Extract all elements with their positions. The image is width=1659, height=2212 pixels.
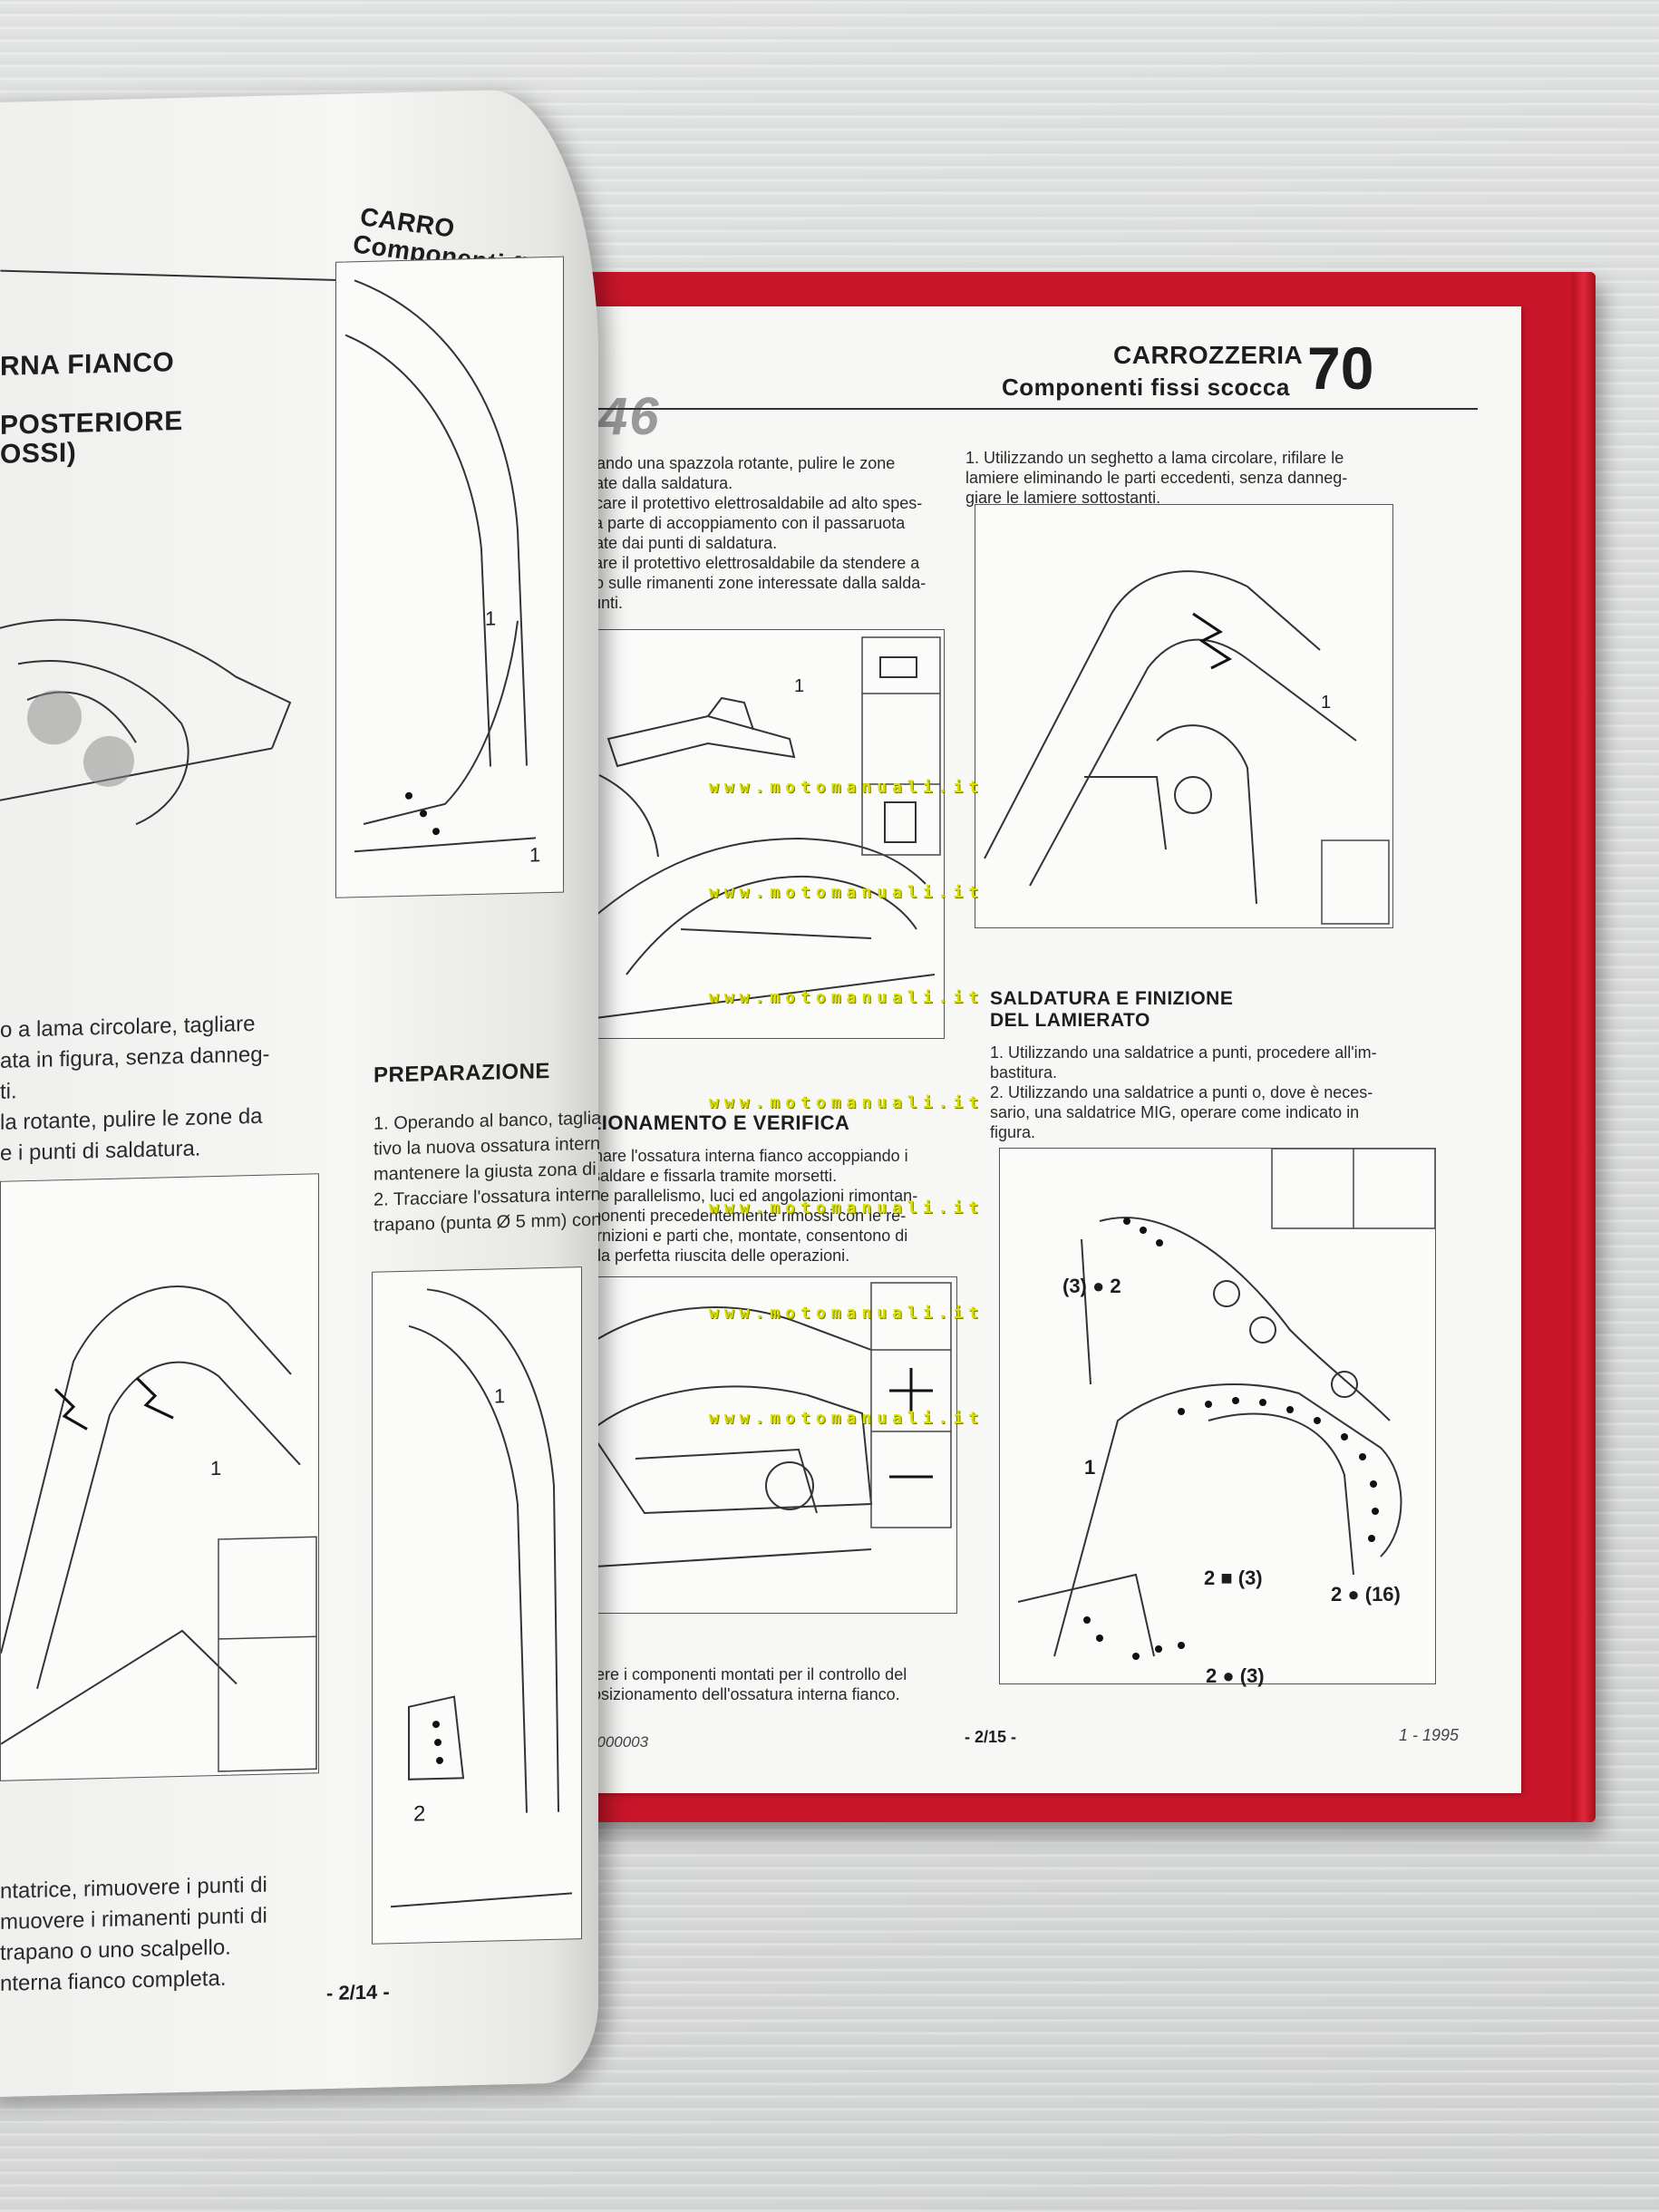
prep-step-2: pplicare il protettivo elettrosaldabile … <box>569 494 923 512</box>
final-note-1: uovere i componenti montati per il contr… <box>569 1665 907 1683</box>
left-page: CARRO Componenti fissi RNA FIANCO POSTER… <box>0 87 602 2098</box>
chapter-number: 70 <box>1307 335 1374 402</box>
watermark-6: www.motomanuali.it <box>709 1304 985 1323</box>
prep-step-2c: essate dai punti di saldatura. <box>569 534 778 552</box>
model-logo: 46 <box>598 387 661 446</box>
header-rule <box>589 408 1478 410</box>
left-cut-drawing <box>1 1285 317 1772</box>
watermark-3: www.motomanuali.it <box>709 988 985 1007</box>
watermark-2: www.motomanuali.it <box>709 883 985 902</box>
weld-callout-5: 2 ● (3) <box>1206 1664 1265 1687</box>
positioning-text-3: ficare parallelismo, luci ed angolazioni… <box>569 1187 918 1205</box>
positioning-text-6: are la perfetta riuscita delle operazion… <box>569 1247 850 1265</box>
cut-lines-drawing <box>984 570 1390 925</box>
left-text-4: la rotante, pulire le zone da <box>0 1103 263 1135</box>
left-text-2: ata in figura, senza danneg- <box>0 1042 270 1073</box>
welding-heading-1: SALDATURA E FINIZIONE <box>990 988 1234 1009</box>
welding-heading-2: DEL LAMIERATO <box>990 1010 1150 1031</box>
left-text-3: ti. <box>0 1079 17 1104</box>
left-arch-drawing <box>344 279 537 853</box>
watermark-4: www.motomanuali.it <box>709 1093 985 1112</box>
left-heading-2: POSTERIORE <box>0 405 183 441</box>
left-inner-drawing <box>390 1288 573 1908</box>
binder-edge <box>1572 272 1596 1822</box>
weld-points-drawing <box>1017 1149 1435 1660</box>
welding-step-2: 2. Utilizzando una saldatrice a punti o,… <box>990 1083 1373 1101</box>
left-text-1: o a lama circolare, tagliare <box>0 1011 256 1043</box>
left-figure-cut <box>0 1173 319 1781</box>
left-heading-1: RNA FIANCO <box>0 347 175 382</box>
section-title: CARROZZERIA <box>1113 341 1304 369</box>
positioning-text-5: guarnizioni e parti che, montate, consen… <box>569 1227 908 1245</box>
welding-step-1b: bastitura. <box>990 1063 1058 1082</box>
left-heading-3: OSSI) <box>0 437 77 470</box>
left-top-drawing <box>0 618 292 826</box>
figure-weld-points <box>999 1148 1436 1684</box>
left-figure-top <box>0 567 299 855</box>
preparation-text-2: tivo la nuova ossatura intern <box>374 1133 601 1159</box>
sealant-gun-drawing <box>580 636 941 1021</box>
cut-step-1b: lamiere eliminando le parti eccedenti, s… <box>965 469 1348 487</box>
left-callout-1c: 1 <box>210 1456 222 1480</box>
watermark-1: www.motomanuali.it <box>709 778 985 797</box>
prep-step-3b: nello sulle rimanenti zone interessate d… <box>569 574 927 592</box>
figure-car-rear <box>571 1276 957 1614</box>
prep-step-1: ilizzando una spazzola rotante, pulire l… <box>569 454 896 472</box>
right-page: 46 CARROZZERIA Componenti fissi scocca 7… <box>553 306 1521 1793</box>
preparation-text-5: trapano (punta Ø 5 mm) con <box>374 1209 602 1236</box>
left-bottom-text-3: trapano o uno scalpello. <box>0 1935 231 1965</box>
welding-step-2b: sario, una saldatrice MIG, operare come … <box>990 1103 1360 1121</box>
positioning-text-2: da saldare e fissarla tramite morsetti. <box>569 1167 838 1185</box>
positioning-heading: SIZIONAMENTO E VERIFICA <box>569 1111 850 1134</box>
left-text-5: e i punti di saldatura. <box>0 1136 201 1166</box>
weld-callout-4: 2 ● (16) <box>1331 1583 1401 1606</box>
page-number-left: - 2/14 - <box>326 1980 390 2005</box>
left-bottom-text-2: muovere i rimanenti punti di <box>0 1903 267 1935</box>
cut-step-1c: giare le lamiere sottostanti. <box>965 489 1161 507</box>
car-rear-drawing <box>580 1282 952 1568</box>
figure-cut-lines <box>975 504 1393 928</box>
left-callout-1a: 1 <box>485 606 497 630</box>
welding-step-1: 1. Utilizzando una saldatrice a punti, p… <box>990 1043 1377 1062</box>
preparation-text-1: 1. Operando al banco, taglia <box>374 1108 602 1134</box>
welding-step-2c: figura. <box>990 1123 1036 1141</box>
left-figure-inner <box>372 1266 582 1945</box>
positioning-text-4: omponenti precedentemente rimossi con le… <box>569 1207 907 1225</box>
watermark-5: www.motomanuali.it <box>709 1198 985 1218</box>
preparation-text-3: mantenere la giusta zona di <box>374 1159 597 1185</box>
callout-1b: 1 <box>1321 693 1332 713</box>
watermark-7: www.motomanuali.it <box>709 1409 985 1428</box>
preparation-text-4: 2. Tracciare l'ossatura intern <box>374 1184 601 1210</box>
page-number-right: - 2/15 - <box>965 1728 1017 1746</box>
section-subtitle: Componenti fissi scocca <box>1002 374 1290 401</box>
callout-1a: 1 <box>794 676 805 696</box>
figure-sealant-gun <box>571 629 945 1039</box>
edition-date: 1 - 1995 <box>1399 1726 1460 1744</box>
left-callout-1d: 1 <box>494 1384 506 1408</box>
positioning-text-1: izionare l'ossatura interna fianco accop… <box>569 1147 908 1165</box>
prep-step-2b: sulla parte di accoppiamento con il pass… <box>569 514 906 532</box>
left-bottom-text-1: ntatrice, rimuovere i punti di <box>0 1872 267 1904</box>
left-callout-1b: 1 <box>529 843 541 867</box>
prep-step-1b: essate dalla saldatura. <box>569 474 733 492</box>
final-note-2: o posizionamento dell'ossatura interna f… <box>569 1685 900 1703</box>
weld-callout-2: 1 <box>1084 1456 1096 1479</box>
weld-callout-1: (3) ● 2 <box>1062 1275 1121 1297</box>
weld-callout-3: 2 ■ (3) <box>1204 1567 1263 1589</box>
cut-step-1: 1. Utilizzando un seghetto a lama circol… <box>965 449 1344 467</box>
left-figure-arch <box>335 256 564 898</box>
left-callout-2: 2 <box>413 1801 426 1827</box>
left-bottom-text-4: nterna fianco completa. <box>0 1965 227 1996</box>
prep-step-3: plicare il protettivo elettrosaldabile d… <box>569 554 920 572</box>
preparation-heading: PREPARAZIONE <box>374 1058 550 1088</box>
